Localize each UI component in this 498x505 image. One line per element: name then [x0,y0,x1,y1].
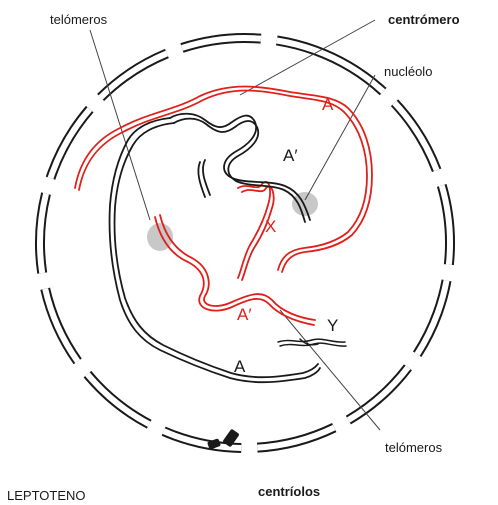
tag-a-black: A [234,357,246,376]
label-telomeros-top: telómeros [50,12,108,27]
tag-x: X [265,217,276,236]
label-nucleolo: nucléolo [384,64,432,79]
label-stage: LEPTOTENO [7,488,86,503]
tag-y: Y [327,316,338,335]
nucleolus-right [292,192,318,216]
chromosome-y-black [278,339,346,346]
tag-a-prime-red: A′ [237,305,252,324]
label-telomeros-bottom: telómeros [385,440,443,455]
chromosome-a-prime-black [170,114,310,222]
chromosome-a-prime-red [155,215,315,325]
label-centromero: centrómero [388,12,460,27]
tag-a-prime-black: A′ [283,146,298,165]
tag-a-red: A [322,95,334,114]
label-centriolos: centríolos [258,484,320,499]
